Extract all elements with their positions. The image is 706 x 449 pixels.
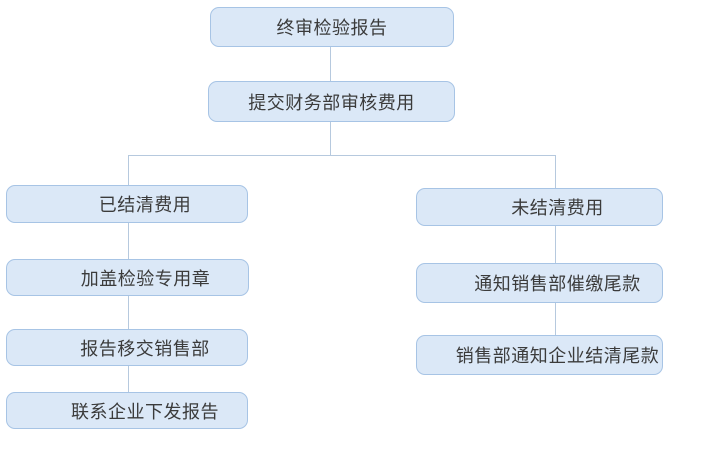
flow-node-contact-enterprise-label: 联系企业下发报告 bbox=[71, 401, 219, 422]
connector-unsettled-to-notify bbox=[555, 226, 556, 263]
flow-node-stamp-seal-label: 加盖检验专用章 bbox=[80, 268, 211, 289]
flow-node-submit-finance: 提交财务部审核费用 bbox=[208, 81, 455, 122]
flow-node-report-to-sales-label: 报告移交销售部 bbox=[80, 338, 210, 359]
flow-node-notify-sales: 通知销售部催缴尾款 bbox=[416, 263, 663, 303]
flow-node-fees-settled-label: 已结清费用 bbox=[98, 195, 192, 215]
flow-node-fees-unsettled: 未结清费用 bbox=[416, 188, 663, 226]
connector-submit-stem bbox=[330, 122, 331, 155]
flow-node-contact-enterprise: 联系企业下发报告 bbox=[6, 392, 248, 429]
connector-drop-to-fees-settled bbox=[128, 155, 129, 185]
flow-node-sales-notify-enterprise-label: 销售部通知企业结清尾款 bbox=[455, 346, 660, 366]
flow-node-submit-finance-label: 提交财务部审核费用 bbox=[248, 92, 415, 113]
flow-node-stamp-seal: 加盖检验专用章 bbox=[6, 259, 249, 296]
flow-node-final-report: 终审检验报告 bbox=[210, 7, 454, 47]
flow-node-report-to-sales: 报告移交销售部 bbox=[6, 329, 248, 366]
connector-settled-to-stamp bbox=[128, 223, 129, 259]
connector-transfer-to-contact bbox=[128, 366, 129, 392]
flow-node-sales-notify-enterprise: 销售部通知企业结清尾款 bbox=[416, 335, 663, 375]
connector-drop-to-fees-unsettled bbox=[555, 155, 556, 188]
connector-branch-bar bbox=[128, 155, 556, 156]
flow-node-final-report-label: 终审检验报告 bbox=[276, 18, 388, 38]
flow-node-fees-settled: 已结清费用 bbox=[6, 185, 248, 223]
connector-final-report-to-submit bbox=[330, 47, 331, 81]
flow-node-notify-sales-label: 通知销售部催缴尾款 bbox=[474, 274, 641, 294]
connector-notify-to-sales-notify bbox=[555, 303, 556, 335]
flow-node-fees-unsettled-label: 未结清费用 bbox=[511, 198, 604, 218]
connector-stamp-to-transfer bbox=[128, 296, 129, 329]
